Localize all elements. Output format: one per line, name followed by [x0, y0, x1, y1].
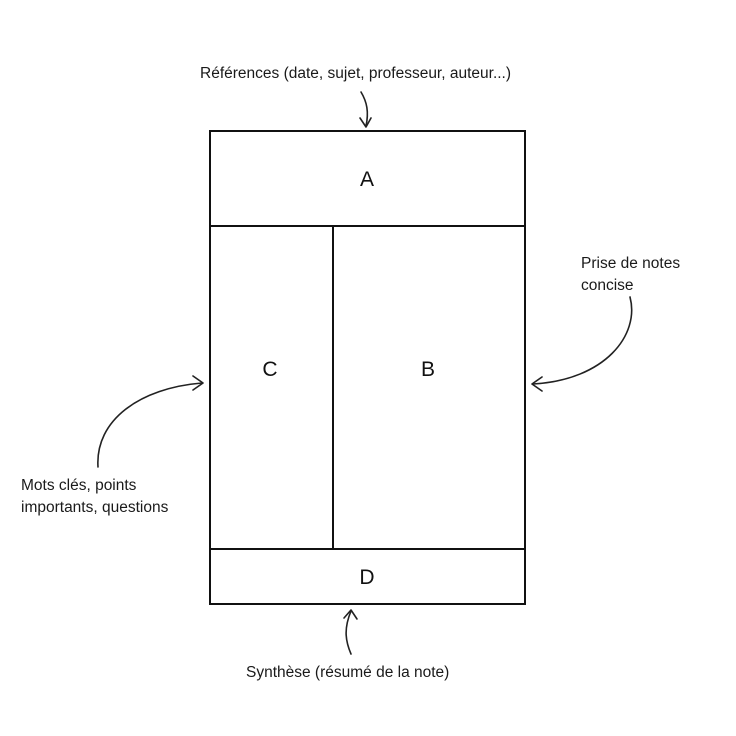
- arrow-keywords: [97, 375, 204, 468]
- arrow-notes: [531, 296, 633, 392]
- section-d-label: D: [359, 566, 375, 589]
- notes-annotation-line1: Prise de notes: [581, 255, 681, 272]
- synthesis-annotation: Synthèse (résumé de la note): [246, 664, 450, 681]
- notes-annotation-line2: concise: [581, 277, 634, 294]
- page-frame: [209, 130, 526, 605]
- section-c-label: C: [262, 358, 278, 381]
- keywords-annotation-line2: importants, questions: [21, 499, 169, 516]
- arrow-references: [359, 91, 372, 128]
- keywords-annotation-line1: Mots clés, points: [21, 477, 137, 494]
- arrow-synthesis: [343, 609, 358, 655]
- references-annotation: Références (date, sujet, professeur, aut…: [200, 65, 512, 82]
- section-a-label: A: [359, 168, 375, 191]
- section-b-label: B: [420, 358, 436, 381]
